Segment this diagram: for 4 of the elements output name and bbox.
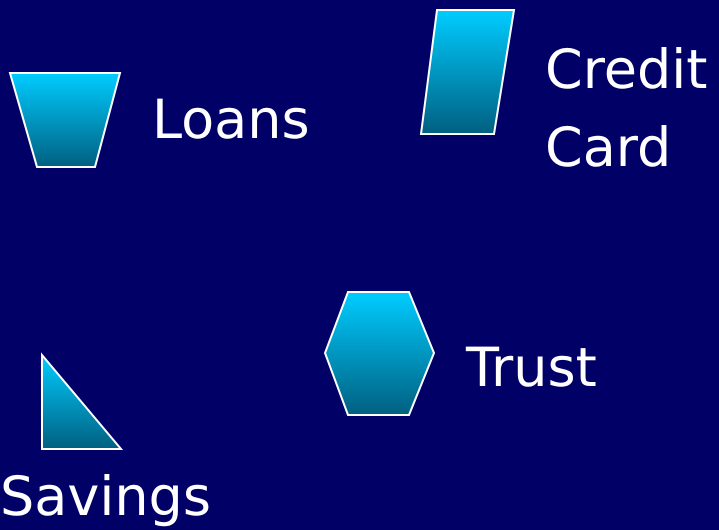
shape-label: Trust — [466, 337, 598, 399]
shape-label: Loans — [152, 89, 311, 151]
shape-label: Savings — [0, 466, 212, 528]
shape-label: Credit Card — [545, 37, 708, 181]
